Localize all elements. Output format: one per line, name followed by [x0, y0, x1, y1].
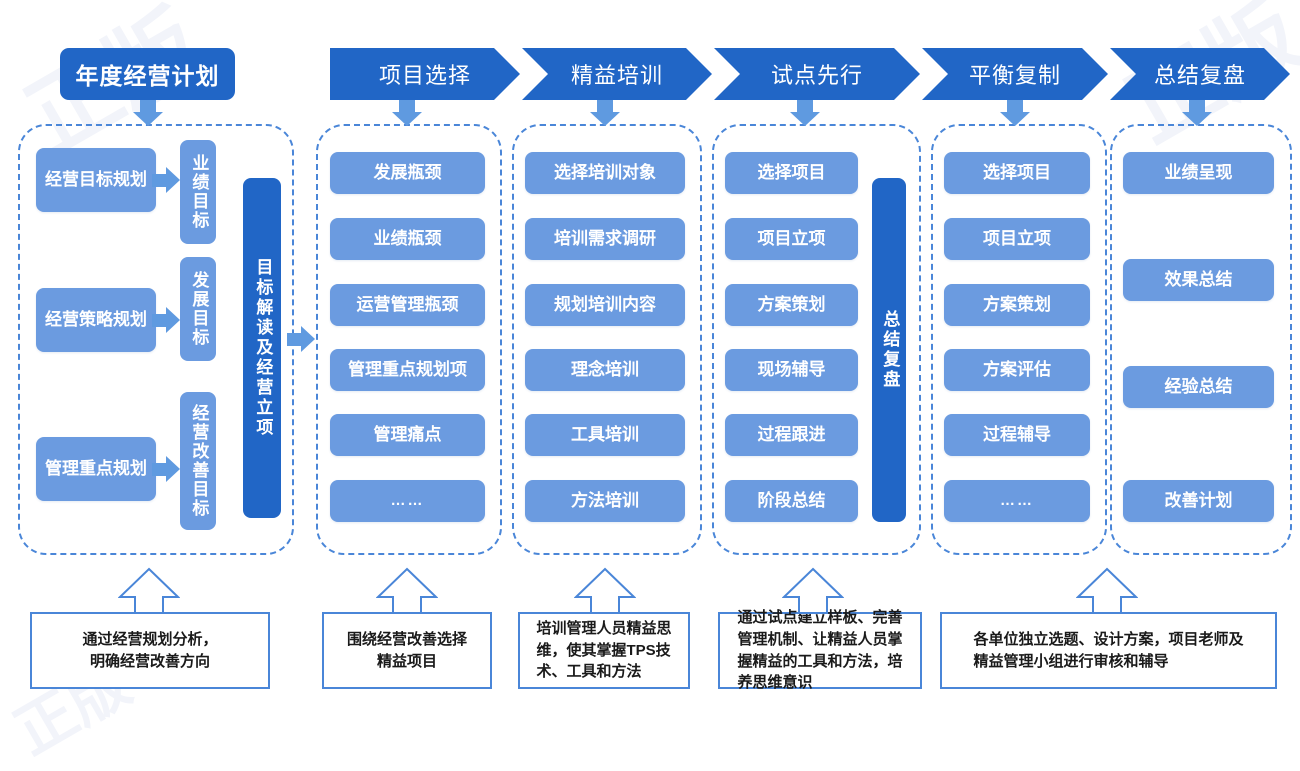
item-box-ellipsis[interactable]: ……: [944, 480, 1090, 522]
callout-box-3: 培训管理人员精益思 维，使其掌握TPS技 术、工具和方法: [518, 612, 690, 689]
plan-box-3[interactable]: 管理重点规划: [36, 437, 156, 501]
item-box[interactable]: 规划培训内容: [525, 284, 685, 326]
up-arrow-icon: [118, 567, 180, 615]
down-arrow-icon: [790, 100, 820, 126]
item-box[interactable]: 管理痛点: [330, 414, 485, 456]
up-arrow-icon: [1076, 567, 1138, 615]
item-box[interactable]: 过程跟进: [725, 414, 858, 456]
item-box[interactable]: 项目立项: [944, 218, 1090, 260]
goal-box-3[interactable]: 经营改善目标: [180, 392, 216, 530]
item-box[interactable]: 管理重点规划项: [330, 349, 485, 391]
stage-header-2[interactable]: 精益培训: [522, 48, 712, 100]
goal-box-2[interactable]: 发展目标: [180, 257, 216, 361]
up-arrow-icon: [782, 567, 844, 615]
right-arrow-icon: [287, 326, 315, 352]
item-box[interactable]: 项目立项: [725, 218, 858, 260]
down-arrow-icon: [1000, 100, 1030, 126]
right-arrow-icon: [152, 167, 180, 193]
callout-box-2: 围绕经营改善选择 精益项目: [322, 612, 492, 689]
item-box[interactable]: 方案策划: [944, 284, 1090, 326]
stage-header-5[interactable]: 总结复盘: [1110, 48, 1290, 100]
callout-box-1: 通过经营规划分析， 明确经营改善方向: [30, 612, 270, 689]
stage-label: 总结复盘: [1153, 63, 1246, 88]
item-box[interactable]: 选择项目: [944, 152, 1090, 194]
item-box[interactable]: 选择项目: [725, 152, 858, 194]
item-box[interactable]: 培训需求调研: [525, 218, 685, 260]
callout-text: 通过试点建立样板、完善 管理机制、让精益人员掌 握精益的工具和方法，培 养思维意…: [737, 609, 903, 692]
item-box[interactable]: 方案评估: [944, 349, 1090, 391]
callout-text: 围绕经营改善选择 精益项目: [346, 630, 467, 670]
stage-header-3[interactable]: 试点先行: [714, 48, 920, 100]
item-box[interactable]: 效果总结: [1123, 259, 1274, 301]
goal-box-1[interactable]: 业绩目标: [180, 140, 216, 244]
item-box[interactable]: 工具培训: [525, 414, 685, 456]
stage-header-1[interactable]: 项目选择: [330, 48, 520, 100]
item-box[interactable]: 业绩瓶颈: [330, 218, 485, 260]
callout-box-4: 通过试点建立样板、完善 管理机制、让精益人员掌 握精益的工具和方法，培 养思维意…: [718, 609, 922, 691]
right-arrow-icon: [152, 307, 180, 333]
up-arrow-icon: [376, 567, 438, 615]
item-box[interactable]: 方案策划: [725, 284, 858, 326]
item-box[interactable]: 过程辅导: [944, 414, 1090, 456]
plan-title-box: 年度经营计划: [60, 48, 235, 100]
item-box[interactable]: 发展瓶颈: [330, 152, 485, 194]
up-arrow-icon: [574, 567, 636, 615]
item-box[interactable]: 理念培训: [525, 349, 685, 391]
item-box[interactable]: 现场辅导: [725, 349, 858, 391]
stage-label: 精益培训: [570, 63, 663, 88]
callout-text: 各单位独立选题、设计方案，项目老师及 精益管理小组进行审核和辅导: [973, 630, 1244, 670]
down-arrow-icon: [1182, 100, 1212, 126]
stage-label: 平衡复制: [968, 63, 1061, 88]
item-box[interactable]: 运营管理瓶颈: [330, 284, 485, 326]
item-box[interactable]: 业绩呈现: [1123, 152, 1274, 194]
callout-box-5: 各单位独立选题、设计方案，项目老师及 精益管理小组进行审核和辅导: [940, 612, 1277, 689]
item-box[interactable]: 经验总结: [1123, 366, 1274, 408]
item-box[interactable]: 选择培训对象: [525, 152, 685, 194]
stage-label: 试点先行: [770, 63, 863, 88]
item-box[interactable]: 阶段总结: [725, 480, 858, 522]
down-arrow-icon: [133, 100, 163, 126]
right-arrow-icon: [152, 456, 180, 482]
down-arrow-icon: [590, 100, 620, 126]
stage-header-4[interactable]: 平衡复制: [922, 48, 1108, 100]
plan-box-1[interactable]: 经营目标规划: [36, 148, 156, 212]
plan-box-2[interactable]: 经营策略规划: [36, 288, 156, 352]
down-arrow-icon: [392, 100, 422, 126]
callout-text: 培训管理人员精益思 维，使其掌握TPS技 术、工具和方法: [536, 619, 672, 681]
callout-text: 通过经营规划分析， 明确经营改善方向: [82, 630, 218, 670]
item-box-ellipsis[interactable]: ……: [330, 480, 485, 522]
item-box[interactable]: 改善计划: [1123, 480, 1274, 522]
stage-label: 项目选择: [378, 63, 471, 88]
item-box[interactable]: 方法培训: [525, 480, 685, 522]
review-summary-box[interactable]: 总结复盘: [872, 178, 906, 522]
plan-title-text: 年度经营计划: [75, 63, 220, 89]
objective-summary-box[interactable]: 目标解读及经营立项: [243, 178, 281, 518]
